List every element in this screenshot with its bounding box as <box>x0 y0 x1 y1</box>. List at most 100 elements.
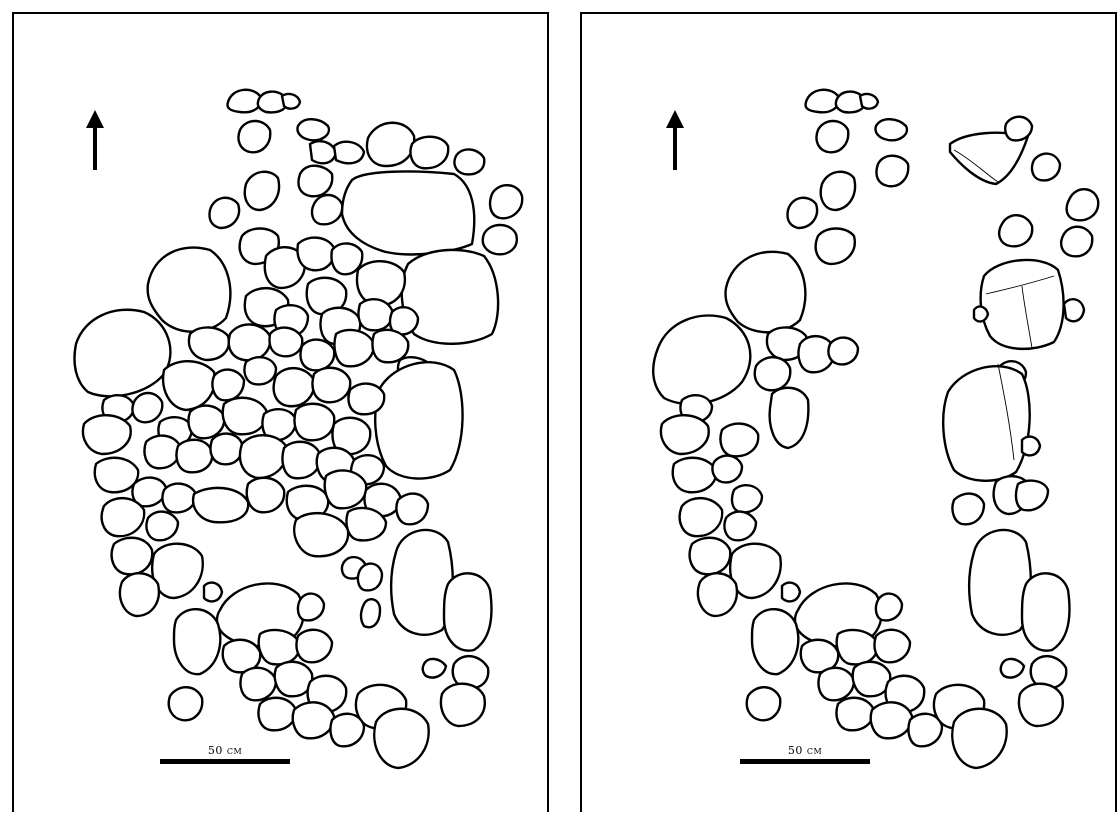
stone-outline <box>659 414 710 456</box>
stone-outline <box>209 432 244 466</box>
stone-outline <box>268 326 304 358</box>
stone-outline <box>110 536 154 576</box>
stone-outline <box>875 154 910 188</box>
stone-outline <box>688 536 732 576</box>
stone-outline <box>323 469 368 510</box>
stone-outline <box>874 592 904 622</box>
stone-outline <box>1020 572 1071 652</box>
stone-outline <box>835 696 876 732</box>
stone-outline <box>1029 655 1068 690</box>
stone-outline <box>979 258 1065 351</box>
stone-outline <box>243 356 278 386</box>
stone-outline <box>308 140 338 165</box>
stone-outline <box>175 438 214 474</box>
stone-outline <box>272 367 316 408</box>
stone-outline <box>858 92 880 110</box>
stone-outline <box>331 416 372 456</box>
stone-outline <box>804 88 841 114</box>
stone-outline <box>263 246 306 290</box>
stone-outline <box>239 666 278 702</box>
stone-outline <box>874 118 909 142</box>
stone-cluster-right <box>652 88 1100 770</box>
stone-outline <box>388 306 420 336</box>
stone-outline <box>1004 115 1034 142</box>
stone-outline <box>340 170 476 256</box>
stone-outline <box>999 657 1026 679</box>
stone-outline <box>780 581 802 603</box>
stone-outline <box>295 628 334 664</box>
stone-outline <box>73 308 172 398</box>
stone-outline <box>93 456 140 494</box>
stone-outline <box>243 170 281 212</box>
stone-outline <box>332 140 366 165</box>
stone-outline <box>257 628 302 666</box>
stone-outline <box>481 223 518 256</box>
stone-outline <box>221 396 268 436</box>
stone-outline <box>395 492 430 526</box>
stone-outline <box>273 660 314 698</box>
stone-outline <box>834 90 867 114</box>
stone-outline <box>355 260 407 308</box>
stone-outline <box>131 391 164 424</box>
north-arrow-icon <box>666 110 684 170</box>
stone-outline <box>238 434 288 480</box>
stone-outline <box>145 510 180 542</box>
stone-outline <box>1065 188 1100 222</box>
stone-outline <box>400 248 500 345</box>
stone-outline <box>745 686 782 722</box>
stone-outline <box>827 336 860 366</box>
stone-outline <box>187 404 226 440</box>
stone-outline <box>329 712 366 748</box>
stone-outline <box>439 682 486 728</box>
stone-outline <box>347 382 386 416</box>
stone-outline <box>1014 479 1050 512</box>
stone-outline <box>345 506 388 542</box>
stone-outline <box>359 598 382 629</box>
stone-outline <box>167 686 204 722</box>
stone-outline <box>131 476 168 508</box>
stone-outline <box>310 193 344 226</box>
stone-outline <box>373 707 430 770</box>
stone-outline <box>161 482 198 514</box>
stone-outline <box>453 148 486 176</box>
stone-outline <box>851 660 892 698</box>
stone-outline <box>161 360 216 412</box>
scale-bar <box>160 759 290 764</box>
stone-outline <box>652 314 752 406</box>
stone-outline <box>261 408 298 442</box>
scale-bar <box>740 759 870 764</box>
stone-outline <box>768 386 810 450</box>
stone-outline <box>951 707 1008 770</box>
stone-outline <box>202 581 224 603</box>
stone-outline <box>421 657 448 679</box>
stone-outline <box>291 701 336 740</box>
stone-outline <box>1017 682 1064 728</box>
stone-outline <box>907 712 944 748</box>
stone-outline <box>873 628 912 664</box>
stone-outline <box>815 119 850 154</box>
stone-outline <box>363 482 402 518</box>
stone-outline <box>356 562 384 592</box>
stone-outline <box>297 164 334 198</box>
stone-crack-line <box>985 275 1055 295</box>
stone-outline <box>237 119 272 154</box>
stone-outline <box>226 88 263 114</box>
stone-outline <box>187 326 231 362</box>
stone-crack-line <box>997 363 1015 461</box>
north-arrow-icon <box>86 110 104 170</box>
stone-outline <box>835 628 880 666</box>
stone-outline <box>374 361 464 480</box>
stone-outline <box>814 227 856 266</box>
stone-outline <box>296 236 336 272</box>
stone-outline <box>696 572 739 618</box>
stone-plan-left <box>73 88 524 770</box>
stone-outline <box>143 434 182 470</box>
stone-outline <box>118 572 161 618</box>
stone-outline <box>671 456 718 494</box>
plan-drawing-right: 50 cm <box>580 12 1117 812</box>
stone-outline <box>948 131 1030 186</box>
stone-outline <box>172 608 222 676</box>
stone-plan-right <box>652 88 1100 770</box>
stone-outline <box>869 701 914 740</box>
stone-outline <box>365 121 416 168</box>
